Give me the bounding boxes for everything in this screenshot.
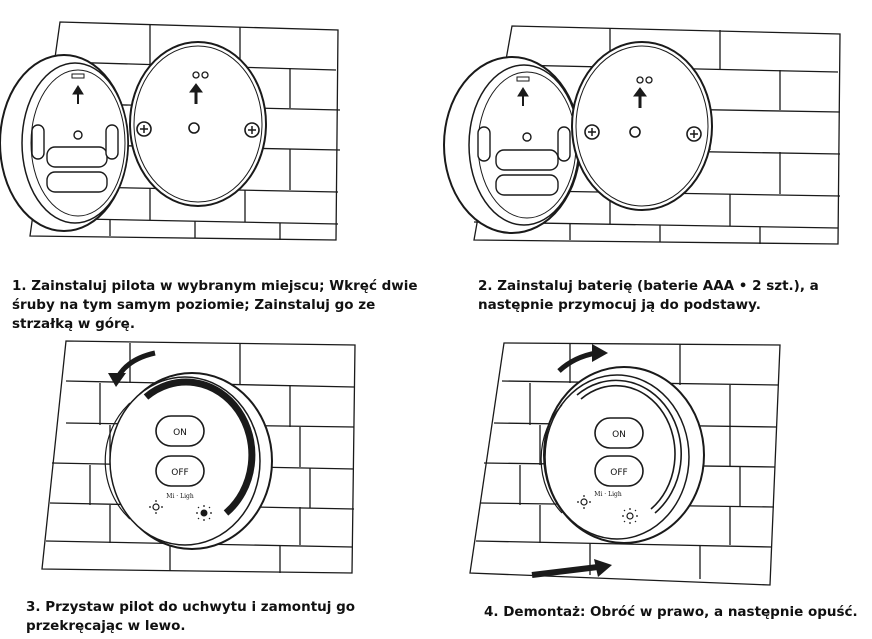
wall-plate	[571, 41, 713, 211]
on-button-label: ON	[173, 428, 187, 438]
remote-base-open	[443, 56, 581, 234]
rotate-right-arrow-icon	[557, 344, 608, 373]
step-1-illustration	[0, 0, 436, 270]
step-1-caption: 1. Zainstaluj pilota w wybranym miejscu;…	[12, 278, 418, 332]
on-button-label: ON	[612, 430, 626, 440]
remote-device	[104, 372, 273, 550]
step-4-illustration: ON OFF Mi · Ligh	[440, 335, 872, 590]
rotate-left-arrow-icon	[108, 350, 156, 387]
step-2-illustration	[440, 0, 872, 270]
off-button-label: OFF	[171, 468, 188, 478]
brightness-icon	[577, 495, 591, 509]
remote-base-open	[0, 54, 129, 232]
step-3-caption: 3. Przystaw pilot do uchwytu i zamontuj …	[26, 599, 356, 634]
brand-label: Mi · Ligh	[166, 493, 194, 500]
wall-plate	[129, 41, 267, 207]
brand-label: Mi · Ligh	[594, 491, 622, 498]
brightness-icon	[149, 500, 163, 514]
off-button-label: OFF	[610, 468, 627, 478]
step-2-caption: 2. Zainstaluj baterię (baterie AAA • 2 s…	[478, 278, 819, 313]
sun-icon	[622, 508, 638, 524]
move-down-arrow-icon	[531, 559, 612, 578]
step-4-caption: 4. Demontaż: Obróć w prawo, a następnie …	[484, 604, 858, 620]
sun-icon	[196, 505, 212, 521]
step-3-illustration: ON OFF Mi · Ligh	[0, 335, 436, 590]
